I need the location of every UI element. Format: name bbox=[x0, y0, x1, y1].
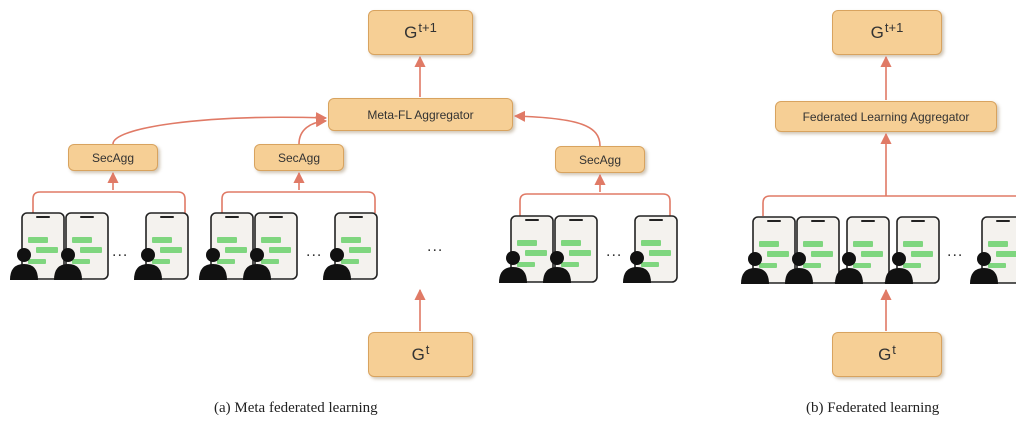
chat-bubble-icon bbox=[269, 247, 291, 253]
chat-bubble-icon bbox=[649, 250, 671, 256]
client-device-12 bbox=[885, 216, 940, 284]
client-device-1 bbox=[54, 212, 109, 280]
meta-fl-aggregator-box: Meta-FL Aggregator bbox=[328, 98, 513, 131]
chat-bubble-icon bbox=[36, 247, 58, 253]
chat-bubble-icon bbox=[988, 241, 1008, 247]
chat-bubble-icon bbox=[803, 241, 823, 247]
chat-bubble-icon bbox=[853, 263, 871, 268]
fl-gt-base: G bbox=[878, 344, 892, 364]
secagg-label-3: SecAgg bbox=[578, 152, 622, 167]
client-device-8 bbox=[623, 215, 678, 283]
chat-bubble-icon bbox=[225, 247, 247, 253]
chat-bubble-icon bbox=[261, 237, 281, 243]
meta-gt-base: G bbox=[411, 344, 425, 364]
chat-bubble-icon bbox=[767, 251, 789, 257]
chat-bubble-icon bbox=[911, 251, 933, 257]
chat-bubble-icon bbox=[561, 262, 579, 267]
arrow-secagg2-to-aggregator bbox=[298, 116, 328, 145]
caption-meta: (a) Meta federated learning bbox=[214, 400, 378, 416]
fl-gt1-sup: t+1 bbox=[884, 20, 904, 35]
chat-bubble-icon bbox=[80, 247, 102, 253]
chat-bubble-icon bbox=[525, 250, 547, 256]
chat-bubble-icon bbox=[349, 247, 371, 253]
secagg-box-2: SecAgg bbox=[254, 144, 344, 171]
client-device-10 bbox=[785, 216, 840, 284]
chat-bubble-icon bbox=[217, 259, 235, 264]
client-device-13 bbox=[970, 216, 1016, 284]
chat-bubble-icon bbox=[853, 241, 873, 247]
group2-ellipsis: ... bbox=[306, 243, 323, 260]
bracket-group3 bbox=[519, 193, 671, 216]
groups-between-ellipsis: ... bbox=[427, 238, 444, 255]
bracket-group2 bbox=[221, 191, 376, 213]
fl-aggregator-label: Federated Learning Aggregator bbox=[802, 109, 970, 124]
client-device-5 bbox=[323, 212, 378, 280]
fl-clients-ellipsis: ... bbox=[947, 243, 964, 260]
bracket-fl bbox=[762, 195, 1016, 216]
chat-bubble-icon bbox=[28, 259, 46, 264]
fl-aggregator-box: Federated Learning Aggregator bbox=[775, 101, 997, 132]
chat-bubble-icon bbox=[28, 237, 48, 243]
client-device-4 bbox=[243, 212, 298, 280]
chat-bubble-icon bbox=[759, 263, 777, 268]
secagg-label-1: SecAgg bbox=[91, 150, 135, 165]
group1-ellipsis: ... bbox=[112, 243, 129, 260]
chat-bubble-icon bbox=[217, 237, 237, 243]
fl-gt1-base: G bbox=[870, 22, 884, 42]
chat-bubble-icon bbox=[152, 237, 172, 243]
client-device-7 bbox=[543, 215, 598, 283]
chat-bubble-icon bbox=[811, 251, 833, 257]
arrow-secagg3-to-aggregator bbox=[513, 110, 601, 147]
client-device-2 bbox=[134, 212, 189, 280]
chat-bubble-icon bbox=[803, 263, 821, 268]
chat-bubble-icon bbox=[561, 240, 581, 246]
chat-bubble-icon bbox=[569, 250, 591, 256]
chat-bubble-icon bbox=[903, 241, 923, 247]
group3-ellipsis: ... bbox=[606, 243, 623, 260]
arrow-secagg1-to-aggregator bbox=[112, 112, 328, 145]
chat-bubble-icon bbox=[903, 263, 921, 268]
chat-bubble-icon bbox=[517, 262, 535, 267]
chat-bubble-icon bbox=[72, 237, 92, 243]
secagg-box-3: SecAgg bbox=[555, 146, 645, 173]
chat-bubble-icon bbox=[160, 247, 182, 253]
bracket-group1 bbox=[32, 191, 186, 213]
meta-fl-aggregator-label: Meta-FL Aggregator bbox=[367, 107, 474, 122]
chat-bubble-icon bbox=[988, 263, 1006, 268]
meta-gt1-sup: t+1 bbox=[418, 20, 437, 35]
client-device-9 bbox=[741, 216, 796, 284]
secagg-box-1: SecAgg bbox=[68, 144, 158, 171]
client-device-6 bbox=[499, 215, 554, 283]
chat-bubble-icon bbox=[72, 259, 90, 264]
fl-gt-sup: t bbox=[892, 342, 896, 357]
chat-bubble-icon bbox=[641, 262, 659, 267]
chat-bubble-icon bbox=[861, 251, 883, 257]
chat-bubble-icon bbox=[341, 259, 359, 264]
chat-bubble-icon bbox=[341, 237, 361, 243]
client-device-0 bbox=[10, 212, 65, 280]
caption-fl: (b) Federated learning bbox=[806, 400, 940, 416]
chat-bubble-icon bbox=[517, 240, 537, 246]
meta-gt-sup: t bbox=[425, 342, 430, 357]
chat-bubble-icon bbox=[261, 259, 279, 264]
chat-bubble-icon bbox=[152, 259, 170, 264]
chat-bubble-icon bbox=[759, 241, 779, 247]
secagg-label-2: SecAgg bbox=[277, 150, 321, 165]
chat-bubble-icon bbox=[641, 240, 661, 246]
client-device-11 bbox=[835, 216, 890, 284]
client-device-3 bbox=[199, 212, 254, 280]
meta-gt1-base: G bbox=[404, 22, 418, 42]
chat-bubble-icon bbox=[996, 251, 1016, 257]
